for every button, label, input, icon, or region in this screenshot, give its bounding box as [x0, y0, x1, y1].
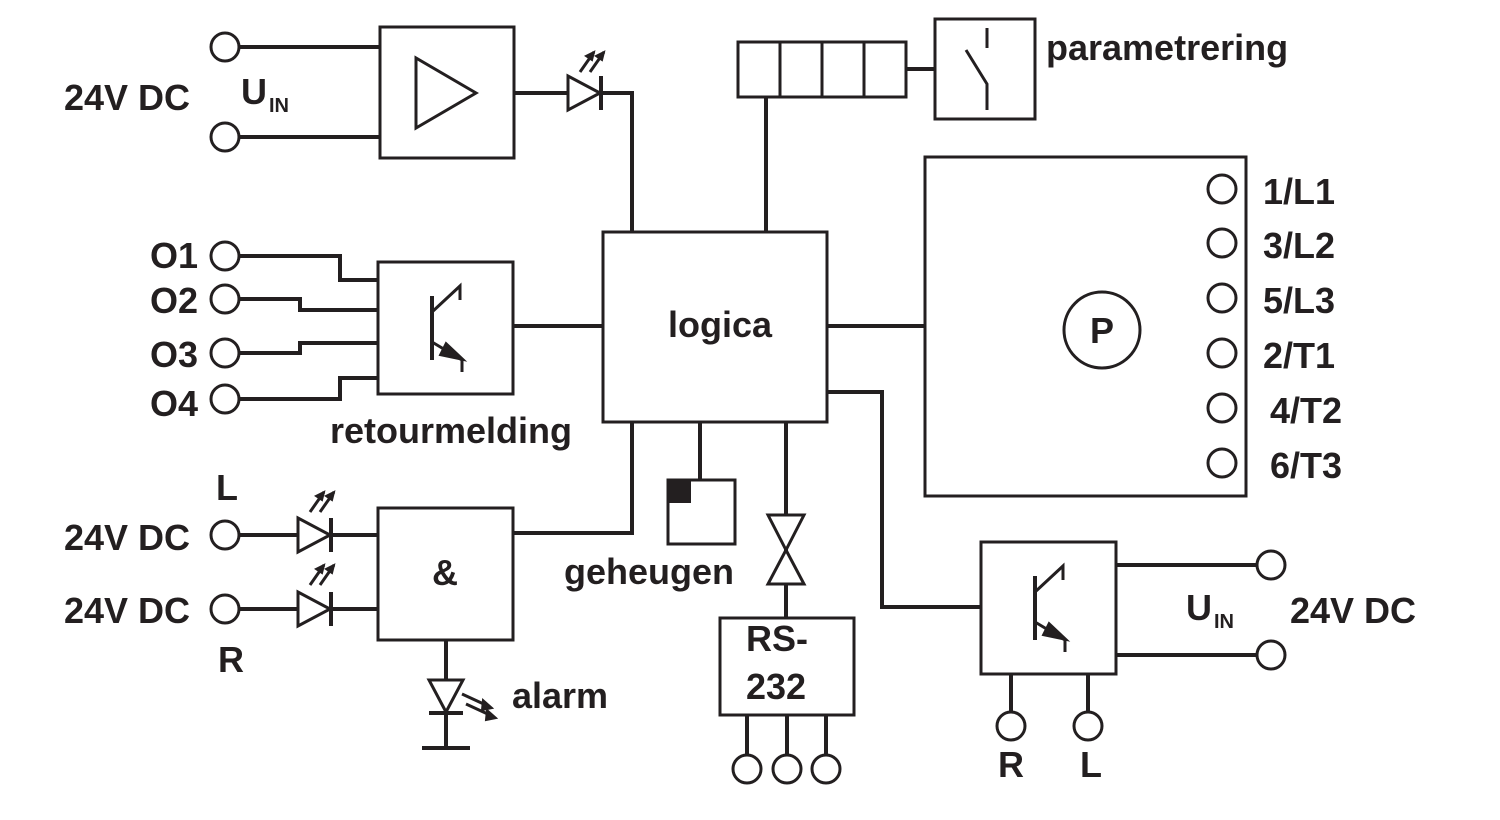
- terminal-2-t1: [1206, 337, 1238, 369]
- supply-l-label: 24V DC: [64, 517, 190, 558]
- o2-wire: [239, 297, 378, 312]
- o4-label: O4: [150, 383, 198, 424]
- terminal-1-l1: [1206, 173, 1238, 205]
- amplifier-triangle-icon: [414, 55, 479, 131]
- amplifier-to-logic-wire: [514, 91, 634, 232]
- and-gate-label: &: [432, 552, 458, 593]
- switch-block: [933, 17, 1037, 121]
- logic-label: logica: [668, 304, 773, 345]
- o4-terminal: [209, 383, 241, 415]
- logic-to-output-wire: [827, 390, 981, 609]
- r-left-label: R: [218, 639, 244, 680]
- rs232-pin-3: [810, 753, 842, 785]
- input-supply-group: 24V DC U IN: [64, 25, 634, 232]
- reset-group: L 24V DC 24V DC R & alarm: [64, 422, 634, 750]
- output-terminal-minus: [1255, 639, 1287, 671]
- u-in-label: U: [241, 71, 267, 112]
- power-led-icon: [566, 50, 606, 113]
- r-bottom-label: R: [998, 744, 1024, 785]
- output-transistor-icon: [1033, 562, 1071, 652]
- feedback-transistor-block: [376, 260, 515, 396]
- supply-wires: [239, 45, 380, 139]
- rs232-label-line2: 232: [746, 666, 806, 707]
- term-3-label: 5/L3: [1263, 280, 1335, 321]
- supply-terminal-minus: [209, 121, 241, 153]
- and-to-logic-wire: [513, 422, 634, 535]
- memory-comm-group: geheugen RS- 232: [564, 422, 856, 785]
- amplifier-block: [378, 25, 516, 160]
- o2-terminal: [209, 283, 241, 315]
- l-left-label: L: [216, 467, 238, 508]
- output-transistor-block: [979, 540, 1118, 676]
- terminal-6-t3: [1206, 447, 1238, 479]
- l-led-icon: [296, 490, 336, 555]
- r-bottom-terminal: [995, 710, 1027, 742]
- and-gate-block: [376, 506, 515, 642]
- supply-right-label: 24V DC: [1290, 590, 1416, 631]
- bidirectional-arrow-icon: [765, 513, 807, 586]
- u-in-right-label: U: [1186, 587, 1212, 628]
- o1-wire: [239, 254, 378, 282]
- memory-marker-icon: [668, 480, 691, 503]
- supply-r-label: 24V DC: [64, 590, 190, 631]
- alarm-led-icon: [426, 678, 499, 722]
- l-bottom-terminal: [1072, 710, 1104, 742]
- term-2-label: 3/L2: [1263, 225, 1335, 266]
- u-in-right-subscript: IN: [1214, 611, 1234, 633]
- terminal-3-l2: [1206, 227, 1238, 259]
- r-led-icon: [296, 563, 336, 629]
- logic-block: [601, 230, 829, 424]
- term-4-label: 2/T1: [1263, 335, 1335, 376]
- terminal-4-t2: [1206, 392, 1238, 424]
- rs232-pin-wires: [745, 715, 828, 755]
- output-terminal-plus: [1255, 549, 1287, 581]
- o1-label: O1: [150, 235, 198, 276]
- rl-wires: [1009, 674, 1090, 712]
- rs232-label-line1: RS-: [746, 618, 808, 659]
- switch-icon: [964, 28, 989, 110]
- term-6-label: 6/T3: [1270, 445, 1342, 486]
- rs232-pin-1: [731, 753, 763, 785]
- term-1-label: 1/L1: [1263, 171, 1335, 212]
- term-5-label: 4/T2: [1270, 390, 1342, 431]
- feedback-group: O1 O2 O3 O4 retourmelding: [150, 235, 603, 451]
- output-group: U IN 24V DC R L: [827, 390, 1416, 785]
- power-group: P 1/L1 3/L2 5/L3 2/T1 4/T2 6/T3: [827, 155, 1342, 498]
- rs232-pin-2: [771, 753, 803, 785]
- motor-icon: [1062, 290, 1142, 370]
- parametrering-label: parametrering: [1046, 27, 1288, 68]
- supply-terminal-plus: [209, 31, 241, 63]
- o3-terminal: [209, 337, 241, 369]
- supply-left-label: 24V DC: [64, 77, 190, 118]
- transistor-icon: [430, 282, 468, 372]
- u-in-subscript: IN: [269, 95, 289, 117]
- r-terminal: [209, 593, 241, 625]
- alarm-label: alarm: [512, 675, 608, 716]
- dip-switch-dividers: [778, 42, 866, 97]
- l-bottom-label: L: [1080, 744, 1102, 785]
- retourmelding-label: retourmelding: [330, 410, 572, 451]
- parameter-group: parametrering: [736, 17, 1288, 232]
- geheugen-label: geheugen: [564, 551, 734, 592]
- terminal-5-l3: [1206, 282, 1238, 314]
- l-terminal: [209, 519, 241, 551]
- power-block: [923, 155, 1248, 498]
- o3-wire: [239, 341, 378, 355]
- o3-label: O3: [150, 334, 198, 375]
- o4-wire: [239, 376, 378, 401]
- output-supply-wires: [1116, 563, 1257, 657]
- o1-terminal: [209, 240, 241, 272]
- motor-label: P: [1090, 310, 1114, 351]
- o2-label: O2: [150, 280, 198, 321]
